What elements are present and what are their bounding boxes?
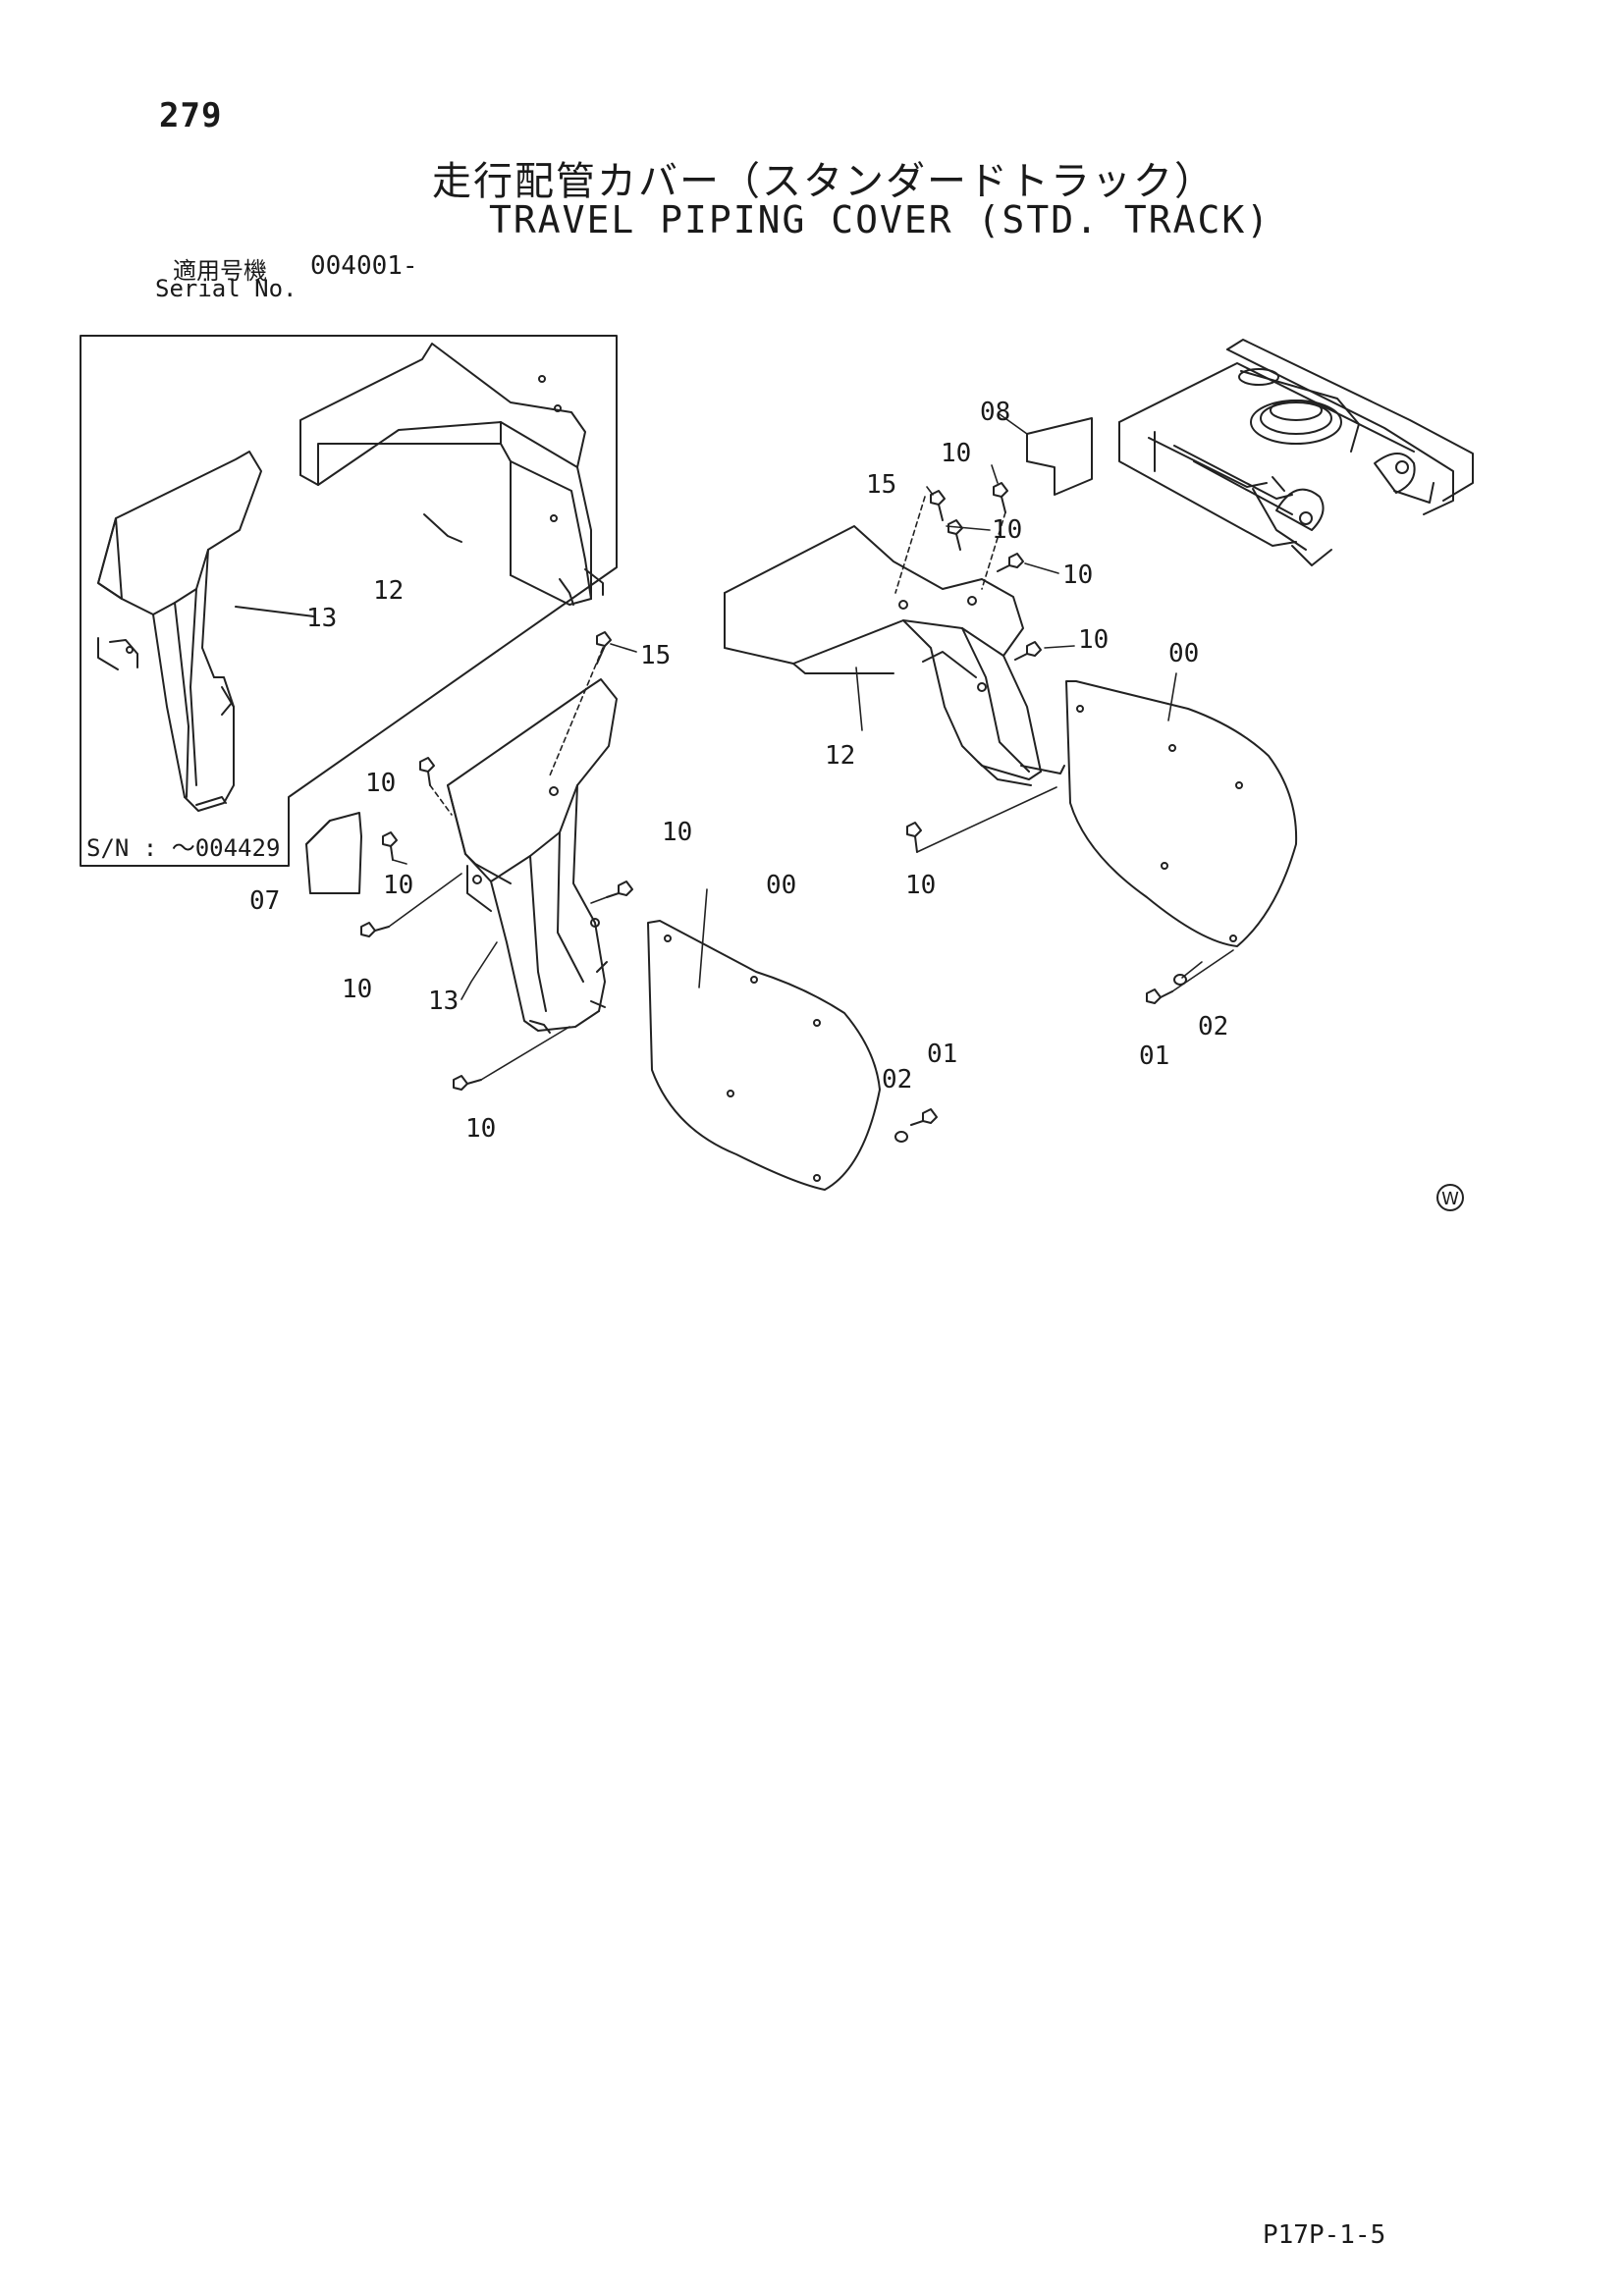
callout-10: 10 [941,439,971,468]
title-japanese: 走行配管カバー（スタンダードトラック） [432,159,1216,204]
bolt-icon [947,519,963,551]
callout-10: 10 [905,871,936,900]
inset-old-serial [80,335,618,867]
bracket-08 [1026,417,1093,496]
bolt-icon [910,1108,938,1126]
callout-10: 10 [1062,561,1093,590]
serial-label-english: Serial No. [155,275,298,302]
washer-icon [1173,974,1187,986]
callout-13: 13 [306,604,337,633]
bracket-07 [305,812,362,894]
inset-cover-13 [97,451,262,812]
inset-cover-12 [299,343,604,606]
cover-plate-00-left [647,920,881,1191]
bolt-icon [906,822,922,853]
main-cover-13 [447,678,618,1034]
callout-15: 15 [866,470,896,500]
callout-10: 10 [992,515,1022,545]
callout-10: 10 [365,769,396,798]
leader-lines [388,413,1234,1081]
callout-10: 10 [383,871,413,900]
callout-10: 10 [465,1114,496,1144]
bolt-icon [419,757,435,786]
callout-12: 12 [373,576,404,606]
bolt-icon [606,881,633,898]
watermark-symbol: W [1436,1184,1464,1211]
bolt-icon [382,831,398,861]
callout-08: 08 [980,398,1010,427]
bolt-icon [1014,641,1042,661]
title-english: TRAVEL PIPING COVER (STD. TRACK) [489,198,1272,241]
callout-00: 00 [766,871,796,900]
callout-12: 12 [825,741,855,771]
callout-01: 01 [1139,1041,1169,1071]
page-number: 279 [159,96,223,135]
bolt-icon [997,553,1024,572]
page-code: P17P-1-5 [1263,2220,1386,2250]
bolt-icon [360,922,390,937]
undercarriage-illustration [1118,339,1474,566]
leader-inset-12 [423,513,462,543]
svg-text:W: W [1441,1189,1459,1209]
bolt-icon [453,1075,482,1091]
leader-inset-13 [235,606,315,617]
bolts [360,482,1187,1143]
callout-10: 10 [342,975,372,1004]
inset-serial-label: S/N : ～004429 [86,834,280,862]
callout-10: 10 [662,818,692,847]
callout-02: 02 [882,1065,912,1095]
callout-13: 13 [428,987,459,1016]
callout-01: 01 [927,1040,957,1069]
bolt-icon [930,490,946,521]
bolt-icon [993,482,1008,513]
main-cover-12 [724,525,1065,786]
bolt-icon [1146,988,1173,1004]
callout-07: 07 [249,886,280,916]
callout-00: 00 [1168,639,1199,668]
cover-plate-00-right [1065,680,1298,947]
callout-02: 02 [1198,1012,1228,1041]
serial-number-value: 004001- [310,251,418,281]
callout-15: 15 [640,641,671,670]
serial-label-japanese: 適用号機 [173,257,267,285]
inset-frame [80,335,618,867]
washer-icon [894,1131,908,1143]
callout-10: 10 [1078,625,1109,655]
